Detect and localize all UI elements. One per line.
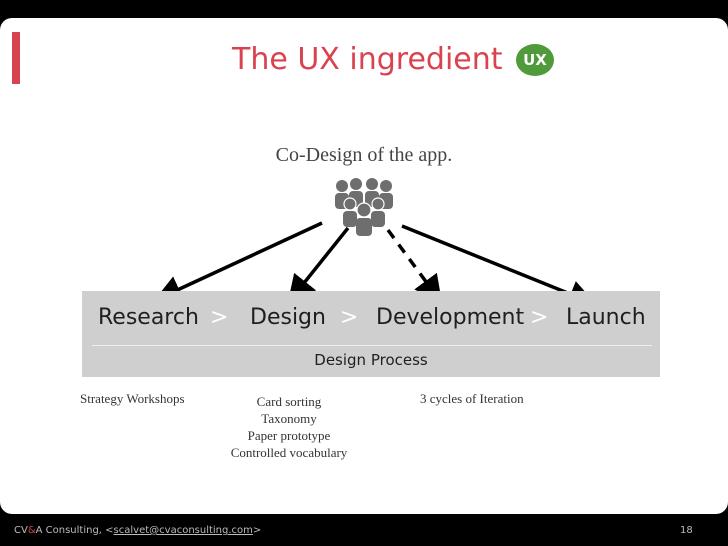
note-design-line: Card sorting [256, 394, 322, 409]
ux-badge: UX [516, 44, 554, 76]
note-design-line: Taxonomy [261, 411, 317, 426]
people-group-icon [335, 178, 393, 236]
footer-company-suffix: A Consulting, < [35, 525, 114, 536]
slide-title: The UX ingredient [232, 42, 503, 77]
note-development: 3 cycles of Iteration [420, 391, 524, 406]
arrow-to-development [386, 228, 443, 304]
step-launch: Launch [566, 305, 646, 330]
step-separator: > [340, 305, 359, 330]
arrow-to-launch [401, 224, 597, 308]
arrow-to-design [287, 226, 350, 304]
process-arrows [153, 221, 597, 308]
arrow-to-research [153, 221, 323, 302]
note-research: Strategy Workshops [80, 391, 185, 406]
slide: The UX ingredient UX Co-Design of the ap… [0, 18, 728, 514]
step-research: Research [98, 305, 199, 330]
footer-company-prefix: CV [14, 525, 28, 536]
step-separator: > [210, 305, 229, 330]
step-separator: > [530, 305, 549, 330]
note-design: Card sorting Taxonomy Paper prototype Co… [214, 393, 364, 461]
footer-email-close: > [252, 525, 262, 536]
footer-email-link[interactable]: scalvet@cvaconsulting.com [113, 525, 253, 536]
page-number: 18 [680, 525, 693, 536]
note-design-line: Controlled vocabulary [230, 445, 348, 460]
footer-credit: CV&A Consulting, <scalvet@cvaconsulting.… [14, 525, 261, 536]
note-design-line: Paper prototype [247, 428, 331, 443]
subtitle: Co-Design of the app. [275, 144, 453, 166]
process-band: Research > Design > Development > Launch… [82, 291, 660, 377]
accent-bar [12, 32, 20, 84]
step-development: Development [376, 305, 525, 330]
footer-company-amp: & [27, 525, 36, 536]
step-design: Design [250, 305, 326, 330]
process-label: Design Process [314, 351, 428, 369]
band-divider [92, 345, 652, 346]
